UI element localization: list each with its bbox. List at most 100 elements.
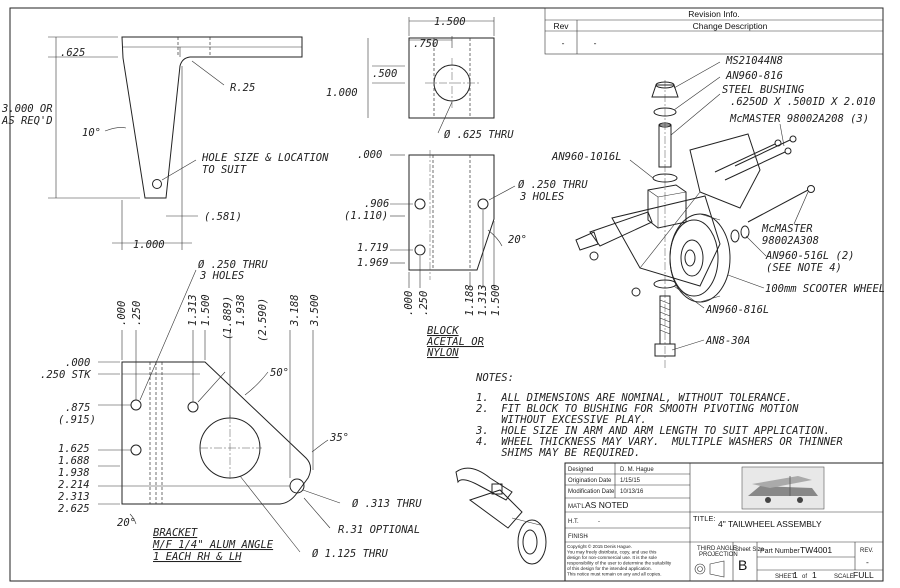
arm-dim-length: 3.000 OR — [1, 103, 53, 115]
bracket-top-dim-6: (2.590) — [257, 298, 269, 342]
arm-radius: R.25 — [230, 82, 255, 94]
revision-title: Revision Info. — [688, 9, 740, 19]
tb-mod-label: Modification Date — [568, 489, 615, 495]
bracket-hole313: Ø .313 THRU — [352, 498, 422, 510]
scooter-wheel — [669, 213, 731, 303]
bracket-top-dim-2: 1.313 — [187, 294, 199, 326]
tb-copyright-0: Copyright © 2015 Denis Hague. — [567, 543, 632, 549]
title-block: Designed D. M. Hague Origination Date 1/… — [564, 462, 884, 582]
bracket-top-dim-8: 3.500 — [309, 294, 321, 327]
tb-copyright-2: design for non-commercial use. It is the… — [567, 555, 657, 560]
bracket-r31: R.31 OPTIONAL — [338, 524, 420, 536]
block-front-b-1188: 1.188 — [464, 284, 476, 316]
tb-ht-label: H.T. — [568, 519, 579, 525]
revision-row-rev: - — [562, 38, 565, 48]
bracket-left-dim-5: 1.688 — [58, 455, 90, 467]
revision-block: Revision Info. Rev Change Description - … — [544, 7, 884, 55]
bracket-angle-50: 50° — [270, 367, 289, 379]
bracket-label-3: 1 EACH RH & LH — [153, 551, 242, 563]
tb-copyright-1: You may freely distribute, copy, and use… — [567, 550, 657, 555]
iso-sketch — [455, 467, 547, 565]
tb-mod-value: 10/13/16 — [620, 489, 644, 495]
revision-col-rev: Rev — [553, 21, 569, 31]
tb-projection-2: PROJECTION — [699, 552, 738, 558]
sheet-border — [9, 7, 884, 582]
note-line-6: SHIMS MAY BE REQUIRED. — [476, 447, 640, 459]
tb-sheet-number: 1 — [793, 570, 798, 580]
label-mcmaster-1: McMASTER 98002A208 (3) — [729, 113, 869, 125]
tb-projection-1: THIRD ANGLE — [697, 546, 737, 552]
bracket-angle-35: 35° — [329, 432, 349, 444]
tb-copyright-3: responsibility of the user to determine … — [567, 561, 672, 566]
label-an8-30a: AN8-30A — [705, 335, 750, 347]
arm-view: .625 3.000 OR AS REQ'D 10° R.25 HOLE SIZ… — [1, 36, 329, 251]
block-front-b-1313: 1.313 — [477, 284, 489, 316]
block-front-angle: 20° — [508, 234, 527, 246]
tb-finish-value: - — [586, 534, 588, 540]
revision-row-desc: - — [594, 38, 597, 48]
tb-matl-value: AS NOTED — [585, 500, 628, 510]
label-see-note-4: (SEE NOTE 4) — [766, 262, 842, 274]
block-top-view: 1.500 .750 .500 1.000 Ø .625 THRU — [326, 16, 514, 141]
arm-dim-length2: AS REQ'D — [1, 115, 53, 127]
bracket-top-dim-7: 3.188 — [289, 294, 301, 327]
label-an960-516l: AN960-516L (2) — [765, 250, 855, 262]
tb-scale-value: FULL — [853, 570, 874, 580]
arm-dim-top: .625 — [60, 47, 85, 59]
tb-title-value: 4" TAILWHEEL ASSEMBLY — [718, 519, 822, 529]
block-front-b-250: .250 — [418, 291, 430, 316]
label-ms21044n8: MS21044N8 — [725, 55, 783, 67]
bracket-left-dim-2: .875 — [65, 402, 90, 414]
tb-orig-value: 1/15/15 — [620, 478, 641, 484]
block-label-3: NYLON — [426, 347, 459, 359]
block-label-1: BLOCK — [427, 325, 459, 337]
note-line-4: 3. HOLE SIZE IN ARM AND ARM LENGTH TO SU… — [475, 425, 830, 437]
bracket-label-1: BRACKET — [153, 527, 198, 539]
block-top-dim-1500: 1.500 — [434, 16, 466, 28]
block-front-dim-1110: (1.110) — [344, 210, 388, 222]
notes: NOTES: 1. ALL DIMENSIONS ARE NOMINAL, WI… — [475, 372, 843, 459]
block-top-hole: Ø .625 THRU — [444, 129, 514, 141]
bracket-left-dim-4: 1.625 — [58, 443, 90, 455]
tb-ht-value: - — [598, 519, 600, 525]
block-front-dim-906: .906 — [364, 198, 389, 210]
label-an960-816l: AN960-816L — [705, 304, 769, 316]
block-front-holes1: Ø .250 THRU — [518, 179, 588, 191]
arm-dim-width: 1.000 — [133, 239, 165, 251]
tb-scale-label: SCALE — [834, 574, 854, 580]
label-mcmaster-2a: McMASTER — [761, 223, 813, 235]
tb-copyright-5: This notice must remain on any and all c… — [567, 572, 661, 577]
bracket-angle-20: 20° — [117, 517, 136, 529]
tb-part-value: TW4001 — [800, 545, 832, 555]
bracket-left-dim-0: .000 — [65, 357, 90, 369]
arm-dim-581: (.581) — [204, 211, 242, 223]
tb-sheet-size-label: Sheet Size — [735, 547, 765, 553]
arm-hole-note2: TO SUIT — [202, 164, 247, 176]
tb-designed-value: D. M. Hague — [620, 467, 654, 473]
tb-sheet-label: SHEET — [775, 574, 795, 580]
bracket-top-dim-3: 1.500 — [200, 294, 212, 326]
block-front-view: .000 .906 (1.110) 1.719 1.969 Ø .250 THR… — [344, 149, 588, 359]
bracket-top-dim-5: 1.938 — [235, 294, 247, 326]
tb-title-label: TITLE: — [693, 514, 716, 523]
block-label-2: ACETAL OR — [426, 336, 484, 348]
exploded-assembly-view: MS21044N8 AN960-816 STEEL BUSHING .625OD… — [551, 55, 885, 370]
block-front-holes2: 3 HOLES — [519, 191, 564, 203]
tb-matl-label: MAT'L — [568, 504, 585, 510]
bracket-holes1: Ø .250 THRU — [198, 259, 268, 271]
tb-designed-label: Designed — [568, 467, 593, 473]
label-an960-816: AN960-816 — [725, 70, 783, 82]
bracket-left-dim-1: .250 STK — [40, 369, 91, 381]
bracket-holes2: 3 HOLES — [199, 270, 244, 282]
block-top-dim-750: .750 — [413, 38, 438, 50]
note-line-1: 1. ALL DIMENSIONS ARE NOMINAL, WITHOUT T… — [476, 392, 792, 404]
bracket-view: Ø .250 THRU 3 HOLES .000 .250 1.313 1.50… — [40, 259, 422, 563]
tb-part-label: Part Number — [760, 548, 800, 555]
mcmaster-bolts — [714, 135, 815, 223]
label-an960-1016l: AN960-1016L — [551, 151, 622, 163]
bracket-left-dim-9: 2.625 — [58, 503, 90, 515]
block-front-dim-1969: 1.969 — [357, 257, 389, 269]
bracket-left-dim-3: (.915) — [58, 414, 96, 426]
block-front-dim-000: .000 — [357, 149, 382, 161]
bracket-top-dim-0: .000 — [116, 301, 128, 326]
